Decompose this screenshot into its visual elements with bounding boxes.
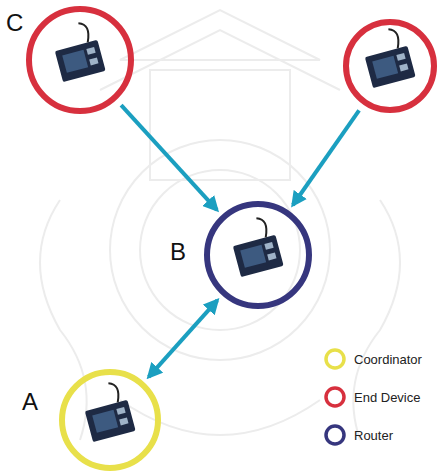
- legend-text: Router: [354, 428, 393, 443]
- link-arrow: [149, 300, 218, 376]
- device-icon: [359, 26, 415, 89]
- node-ring: [342, 18, 438, 114]
- device-icon: [79, 380, 135, 443]
- node-ring: [58, 368, 162, 471]
- legend-text: Coordinator: [354, 352, 422, 367]
- zigbee-node: A: [58, 368, 162, 471]
- node-letter: B: [170, 240, 186, 264]
- legend-swatch: [322, 384, 348, 410]
- legend-row: Coordinator: [322, 340, 422, 378]
- node-ring: [203, 200, 313, 310]
- legend-row: Router: [322, 416, 422, 454]
- legend-row: End Device: [322, 378, 422, 416]
- link-arrow: [121, 105, 217, 210]
- device-icon: [49, 20, 105, 83]
- zigbee-node: B: [203, 200, 313, 310]
- zigbee-node: [342, 18, 438, 114]
- legend-swatch: [322, 346, 348, 372]
- node-letter: C: [6, 11, 23, 35]
- node-ring: [25, 5, 135, 115]
- zigbee-node: C: [25, 5, 135, 115]
- legend-text: End Device: [354, 390, 420, 405]
- legend: CoordinatorEnd DeviceRouter: [322, 340, 422, 454]
- device-icon: [227, 215, 283, 278]
- link-arrow: [293, 110, 359, 205]
- legend-swatch: [322, 422, 348, 448]
- node-letter: A: [22, 390, 38, 414]
